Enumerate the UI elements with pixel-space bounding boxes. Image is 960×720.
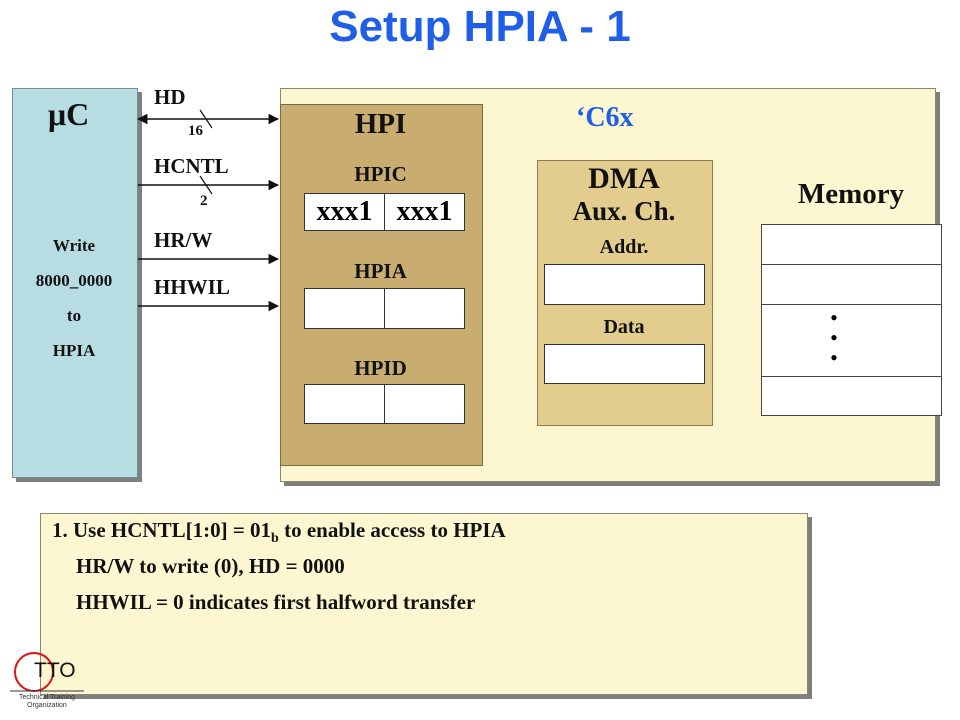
hpic-low-register: xxx1 <box>384 193 465 231</box>
uc-line-write: Write <box>52 236 96 255</box>
hcntl-width-label: 2 <box>200 193 208 209</box>
hcntl-slash <box>199 175 213 195</box>
page-title: Setup HPIA - 1 <box>329 2 631 51</box>
dma-aux-channel-label: Aux. Ch. <box>572 196 676 226</box>
memory-cell <box>761 376 942 416</box>
memory-label: Memory <box>797 178 905 210</box>
hpid-high-register <box>304 384 385 424</box>
hd-width-label: 16 <box>188 123 203 139</box>
uc-line-hpia: HPIA <box>52 341 96 360</box>
memory-ellipsis-icon: • • • <box>830 305 838 370</box>
dma-addr-register <box>544 264 705 305</box>
hpia-high-register <box>304 288 385 329</box>
microcontroller-label: μC <box>48 96 90 132</box>
c6x-label: ‘C6x <box>576 102 634 133</box>
uc-line-to: to <box>66 306 82 325</box>
note-line-3: HHWIL = 0 indicates first halfword trans… <box>76 590 476 614</box>
hpi-label: HPI <box>354 108 407 140</box>
memory-cell-ellipsis <box>761 304 942 377</box>
dma-data-register <box>544 344 705 384</box>
hpic-label: HPIC <box>354 162 407 186</box>
dma-data-label: Data <box>603 316 645 338</box>
hcntl-signal-label: HCNTL <box>154 154 229 178</box>
hhwil-signal-label: HHWIL <box>154 275 230 299</box>
tto-logo: TTO Technical Training Organization <box>8 648 86 718</box>
note-panel <box>40 513 808 695</box>
hrw-signal-label: HR/W <box>154 228 213 252</box>
hd-bus-slash <box>199 109 213 129</box>
hpia-label: HPIA <box>354 259 407 283</box>
note-line-2: HR/W to write (0), HD = 0000 <box>76 554 345 578</box>
hpia-low-register <box>384 288 465 329</box>
hd-signal-label: HD <box>154 85 186 109</box>
hpid-label: HPID <box>354 356 407 380</box>
uc-line-address: 8000_0000 <box>35 271 113 290</box>
hpic-high-register: xxx1 <box>304 193 385 231</box>
hpid-low-register <box>384 384 465 424</box>
dma-label: DMA <box>588 162 660 195</box>
memory-cell <box>761 224 942 265</box>
note-line-1: 1. Use HCNTL[1:0] = 01b to enable access… <box>52 518 506 547</box>
microcontroller-panel <box>12 88 138 478</box>
dma-addr-label: Addr. <box>599 236 649 258</box>
